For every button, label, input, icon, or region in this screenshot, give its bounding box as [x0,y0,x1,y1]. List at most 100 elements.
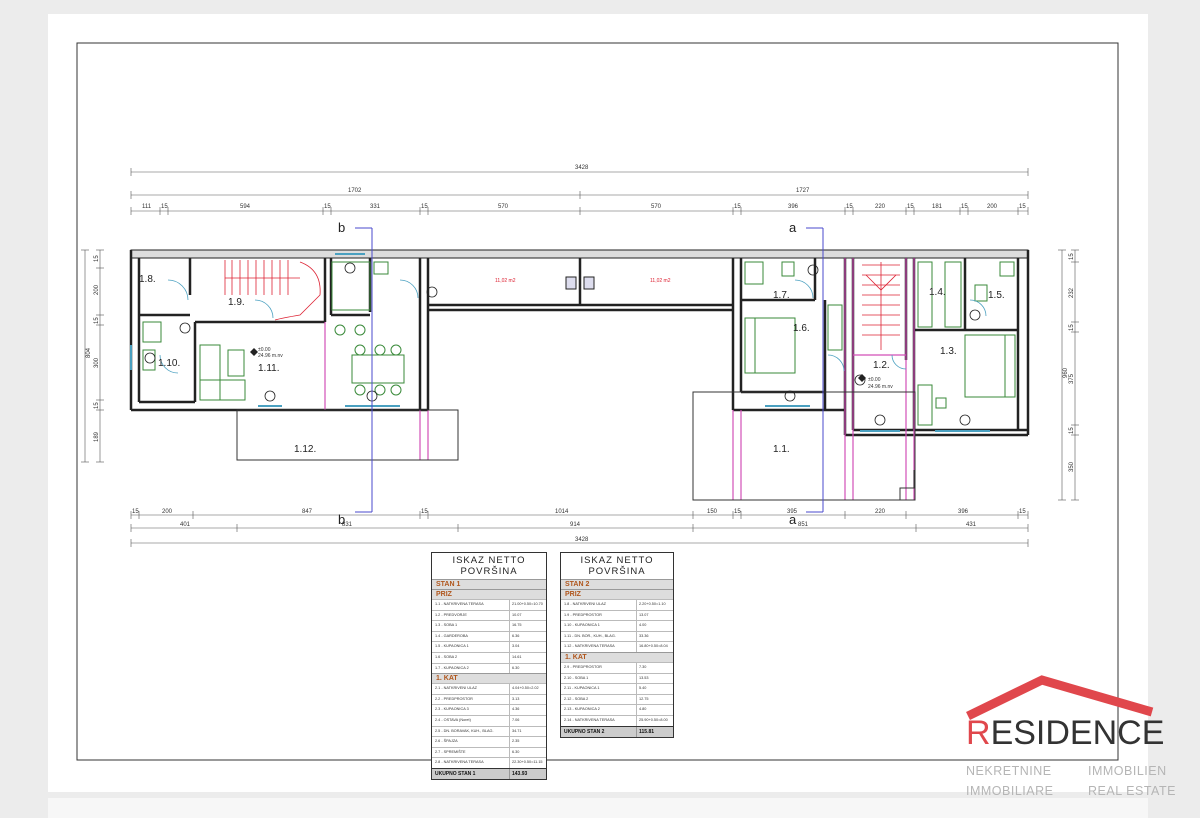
dim-label: 331 [370,204,381,210]
dim-label: 15 [734,204,741,210]
room-1-5: 1.5. [988,290,1005,301]
row-value: 14.61 [509,652,546,663]
row-label: 2.4 - OSTAVA (Noret) [435,717,471,722]
dim-label: 851 [798,522,809,528]
row-value: 3.13 [509,694,546,705]
section-b-bottom: b [338,512,345,527]
table-floor-label: PRIZ [561,589,673,599]
logo-sub-immobiliare: IMMOBILIARE [966,784,1054,798]
bottom-chain1-labels: 15 200 847 15 1014 150 15 395 220 396 15 [132,509,1026,515]
dim-label: 15 [421,509,428,515]
room-1-9: 1.9. [228,297,245,308]
room-1-8: 1.8. [139,274,156,285]
staircases [224,260,900,350]
area-table-stan-2: ISKAZ NETTO POVRŠINA STAN 2 PRIZ 1.8 - N… [560,552,674,738]
row-label: 2.11 - KUPAONICA 1 [564,686,600,691]
dim-label: 189 [94,431,100,442]
row-label: 1.3 - SOBA 1 [435,623,458,628]
table-title: ISKAZ NETTO POVRŠINA [580,555,654,577]
row-value: 16.75 [509,621,546,631]
room-1-12: 1.12. [294,444,316,455]
dim-label: 15 [94,317,100,324]
dim-label: 150 [707,509,718,515]
dim-left-total-v: 804 [86,347,92,358]
room-1-11: 1.11. [258,363,280,374]
row-label: 2.3 - KUPAONICA 3 [435,707,469,712]
dim-label: 15 [132,509,139,515]
room-1-7: 1.7. [773,290,790,301]
row-value: 3.04 [509,642,546,652]
table-row: 2.14 - NATKRIVENA TERASA 25.90+0.50=8.00 [561,714,673,726]
row-value: 33.36 [636,631,673,642]
dim-overall-top: 3428 [575,165,589,171]
house-roof-icon [966,675,1154,721]
bottom-chain2-labels: 401 831 914 851 431 [180,522,977,528]
dim-label: 15 [846,204,853,210]
dim-label: 15 [1019,204,1026,210]
row-label: 1.2 - PREDVORJE [435,612,467,617]
row-label: 2.5 - DN. BORAVAK, KUH., BLAG. [435,728,494,733]
dim-label: 375 [1069,373,1075,384]
windows [130,253,990,432]
section-lines [355,227,824,513]
dim-right-total-v: 960 [1063,367,1069,378]
total-label: UKUPNO STAN 2 [564,728,605,735]
row-value: 34.71 [509,726,546,737]
dim-label: 220 [875,204,886,210]
dim-label: 914 [570,522,581,528]
row-value: 25.90+0.50=8.00 [636,715,673,726]
row-value: 13.53 [636,673,673,684]
terrace-block-markers [565,276,595,290]
room-1-10: 1.10. [158,358,180,369]
row-label: 1.1 - NATKRIVENA TERASA [435,602,484,606]
dim-label: 15 [1019,509,1026,515]
row-value: 6.30 [509,747,546,758]
section-b-top: b [338,220,345,235]
section-a-top: a [789,220,797,235]
area-table-stan-1: ISKAZ NETTO POVRŠINA STAN 1 PRIZ 1.1 - N… [431,552,547,780]
row-label: 2.7 - SPREMIŠTE [435,749,466,754]
dim-label: 395 [787,509,798,515]
level-right-abs: 24.96 m.nv [868,384,893,390]
pink-partitions [324,258,915,500]
dim-label: 594 [240,204,251,210]
dim-label: 570 [651,204,662,210]
row-label: 2.14 - NATKRIVENA TERASA [564,717,615,722]
logo-wordmark: RESIDENCE [966,714,1164,753]
top-dimensions [130,168,1029,215]
row-label: 2.2 - PREDPROSTOR [435,696,473,701]
row-value: 12.75 [636,694,673,705]
row-label: 2.8 - NATKRIVENA TERASA [435,760,484,765]
row-value: 7.06 [509,715,546,726]
left-chain-labels: 15 200 15 300 15 189 [94,255,100,442]
row-value: 2.20+0.50=1.10 [636,600,673,610]
table-row: 2.4 - OSTAVA (Noret) 7.06 [432,714,546,726]
level-left-abs: 24.96 m.nv [258,353,283,359]
row-value: 16.80+0.50=8.04 [636,642,673,652]
row-label: 1.8 - NATKRIVENI ULAZ [564,602,606,606]
dim-label: 831 [342,522,353,528]
dim-label: 232 [1069,287,1075,298]
dim-label: 15 [324,204,331,210]
room-1-4: 1.4. [929,287,946,298]
row-label: 2.6 - ŠPAJZA [435,739,458,744]
dim-label: 350 [1069,461,1075,472]
total-value: 143.93 [509,768,546,779]
dim-label: 15 [161,204,168,210]
row-label: 2.9 - PREDPROSTOR [564,664,602,669]
dim-label: 111 [142,204,152,210]
room-1-1: 1.1. [773,444,790,455]
